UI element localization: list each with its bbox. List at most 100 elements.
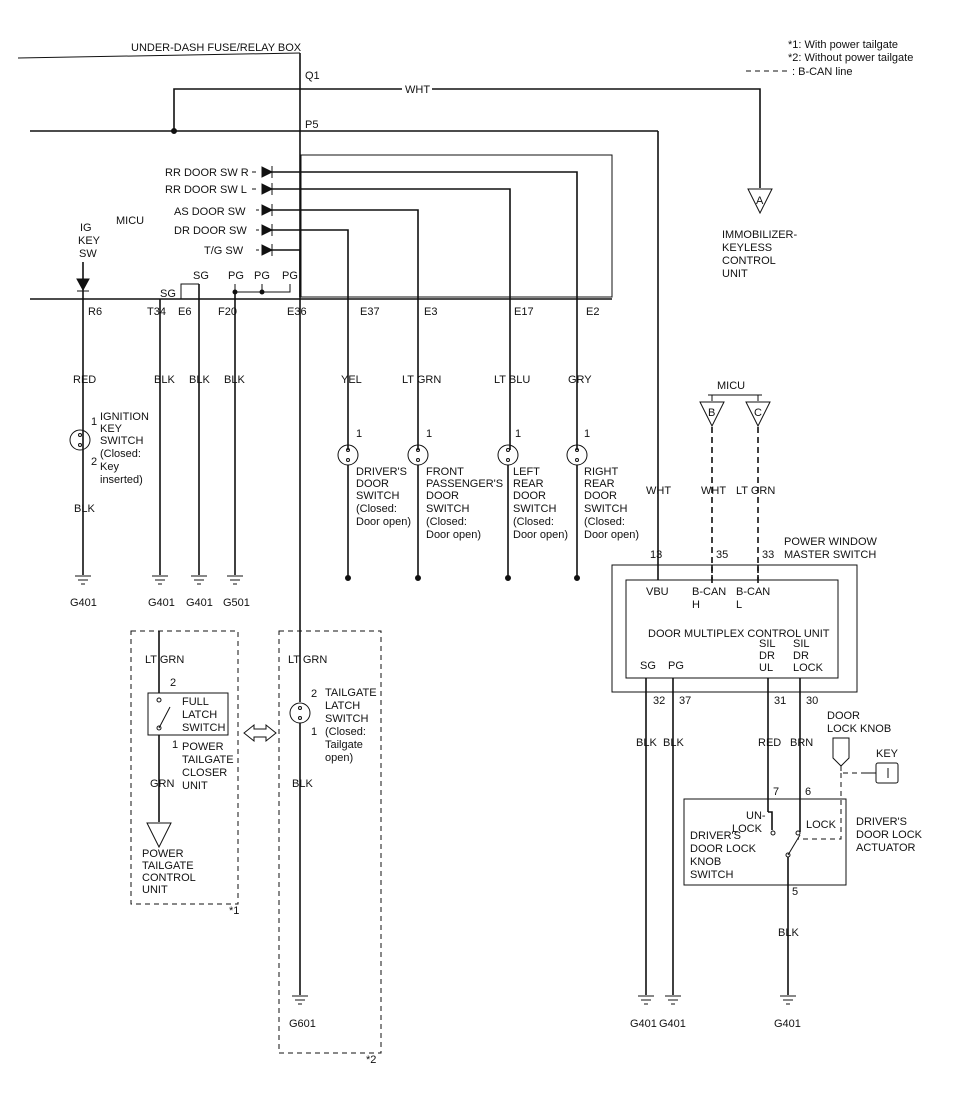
ground-g401-actuator <box>780 995 796 1005</box>
double-arrow-icon <box>243 723 277 743</box>
connector-c-letter: C <box>754 407 762 419</box>
dmcu-title: DOOR MULTIPLEX CONTROL UNIT <box>648 628 830 640</box>
power-window-master-switch: POWER WINDOW MASTER SWITCH WHT WHT LT GR… <box>611 485 877 995</box>
door-switch-label: (Closed: <box>584 516 625 528</box>
t2-label-4: (Closed: <box>325 726 366 738</box>
fuse-box-section: UNDER-DASH FUSE/RELAY BOX Q1 P5 WHT <box>17 42 761 565</box>
t2-label-1: TAILGATE <box>325 687 377 699</box>
wire-dr <box>272 229 349 450</box>
ground-g401-pg <box>665 995 681 1005</box>
ground-label-g401: G401 <box>148 597 175 609</box>
wire-rr-l <box>272 188 511 450</box>
pwms-wire-30: BRN <box>790 737 813 749</box>
pwms-wire-37: BLK <box>663 737 684 749</box>
t1-unit-3: CLOSER <box>182 767 227 779</box>
actuator-wire-5: BLK <box>778 927 799 939</box>
door-switch-label: RIGHT <box>584 466 619 478</box>
ground-label-g401: G401 <box>630 1018 657 1030</box>
door-lock-knob: DOOR LOCK KNOB KEY <box>798 710 899 840</box>
micu-input-tg: T/G SW <box>204 245 244 257</box>
wire-blk-label-3: BLK <box>224 374 245 386</box>
micu-can-connectors: MICU B C <box>699 380 771 586</box>
actuator-pin-6: 6 <box>805 786 811 798</box>
ground-label-g401: G401 <box>774 1018 801 1030</box>
micu-input-rr-r: RR DOOR SW R <box>165 167 249 179</box>
mechanical-link-to-actuator <box>798 773 842 840</box>
immobilizer-letter: A <box>756 195 764 207</box>
ig-switch-pin1: 1 <box>91 416 97 428</box>
legend: *1: With power tailgate *2: Without powe… <box>746 39 913 78</box>
diode-icon <box>256 204 274 216</box>
micu-pin-sg-1: SG <box>193 270 209 282</box>
dmcu-canl-1: B-CAN <box>736 586 770 598</box>
immobilizer-label-4: UNIT <box>722 268 748 280</box>
t1-ctrl-2: TAILGATE <box>142 860 194 872</box>
wire-blk-label-2: BLK <box>189 374 210 386</box>
actuator-label-3: ACTUATOR <box>856 842 916 854</box>
terminal-e17: E17 <box>514 306 534 318</box>
ground-g401-e6 <box>191 575 207 585</box>
t1-pin1: 1 <box>172 739 178 751</box>
micu-pin-pg-3: PG <box>282 270 298 282</box>
wire-ltblu-label: LT BLU <box>494 374 530 386</box>
wht-wire-q1 <box>173 88 402 131</box>
immobilizer-connector-triangle <box>747 188 773 215</box>
door-switch-label: DRIVER'S <box>356 466 407 478</box>
drivers-door-lock-actuator: 7 6 UN- LOCK LOCK DRIVER'S DOOR LOCK KNO… <box>683 786 923 995</box>
connector-b-letter: B <box>708 407 715 419</box>
door-switch-label: Door open) <box>426 529 481 541</box>
ground-g501 <box>227 575 243 585</box>
dmcu-ul-1: SIL <box>759 638 776 650</box>
legend-note-2: *2: Without power tailgate <box>788 52 913 64</box>
terminal-e36: E36 <box>287 306 307 318</box>
door-switch-label: DOOR <box>426 490 459 502</box>
lock-knob-label-2: LOCK KNOB <box>827 723 891 735</box>
t2-label-6: open) <box>325 752 353 764</box>
wire-red-label: RED <box>73 374 96 386</box>
p5-label: P5 <box>305 119 318 131</box>
actuator-lock: LOCK <box>806 819 837 831</box>
terminal-e37: E37 <box>360 306 380 318</box>
dmcu-ul-2: DR <box>759 650 775 662</box>
dmcu-lock-1: SIL <box>793 638 810 650</box>
t1-pin2: 2 <box>170 677 176 689</box>
variant-1-note: *1 <box>229 905 239 917</box>
immobilizer-label-2: KEYLESS <box>722 242 772 254</box>
tailgate-variant-1: *1 LT GRN 2 FULL LATCH SWITCH 1 POWER TA… <box>130 630 239 917</box>
ground-label-g401: G401 <box>70 597 97 609</box>
micu-can-label: MICU <box>717 380 745 392</box>
wire-tg <box>272 249 301 630</box>
door-switch-label: REAR <box>584 478 615 490</box>
switch-icon <box>156 697 171 731</box>
t1-unit-4: UNIT <box>182 780 208 792</box>
ground-label-g401: G401 <box>186 597 213 609</box>
pwms-wire-31: RED <box>758 737 781 749</box>
t1-unit-1: POWER <box>182 741 224 753</box>
p5-splice <box>171 128 177 134</box>
t1-switch-3: SWITCH <box>182 722 225 734</box>
switch-icon <box>289 702 311 724</box>
t2-wire-bot: BLK <box>292 778 313 790</box>
legend-note-1: *1: With power tailgate <box>788 39 898 51</box>
terminal-e2: E2 <box>586 306 599 318</box>
ig-switch-label-5: Key <box>100 461 119 473</box>
t1-ctrl-3: CONTROL <box>142 872 196 884</box>
terminal-e3: E3 <box>424 306 437 318</box>
door-switch-label: LEFT <box>513 466 540 478</box>
actuator-pin-7: 7 <box>773 786 779 798</box>
terminal-labels: R6 T34 E6 F20 E36 E37 E3 E17 E2 <box>88 306 599 318</box>
ignition-branch: IG KEY SW RED 1 2 IGNITION KEY SWITCH (C… <box>69 222 149 575</box>
micu-ground-wires: BLK BLK BLK <box>154 284 245 575</box>
front-passenger-door-switch: 1 FRONT PASSENGER'S DOOR SWITCH (Closed:… <box>407 428 503 581</box>
diode-icon <box>252 166 274 178</box>
diode-icon <box>256 224 274 236</box>
door-switch-label: Door open) <box>356 516 411 528</box>
lock-switch-icon <box>770 830 801 858</box>
ground-label-g501: G501 <box>223 597 250 609</box>
sg-tie <box>180 283 199 299</box>
pwms-wire-vbu: WHT <box>646 485 671 497</box>
door-switch-label: PASSENGER'S <box>426 478 503 490</box>
dmcu-canl-2: L <box>736 599 742 611</box>
full-latch-switch-box <box>147 692 229 736</box>
pwms-title-1: POWER WINDOW <box>784 536 877 548</box>
